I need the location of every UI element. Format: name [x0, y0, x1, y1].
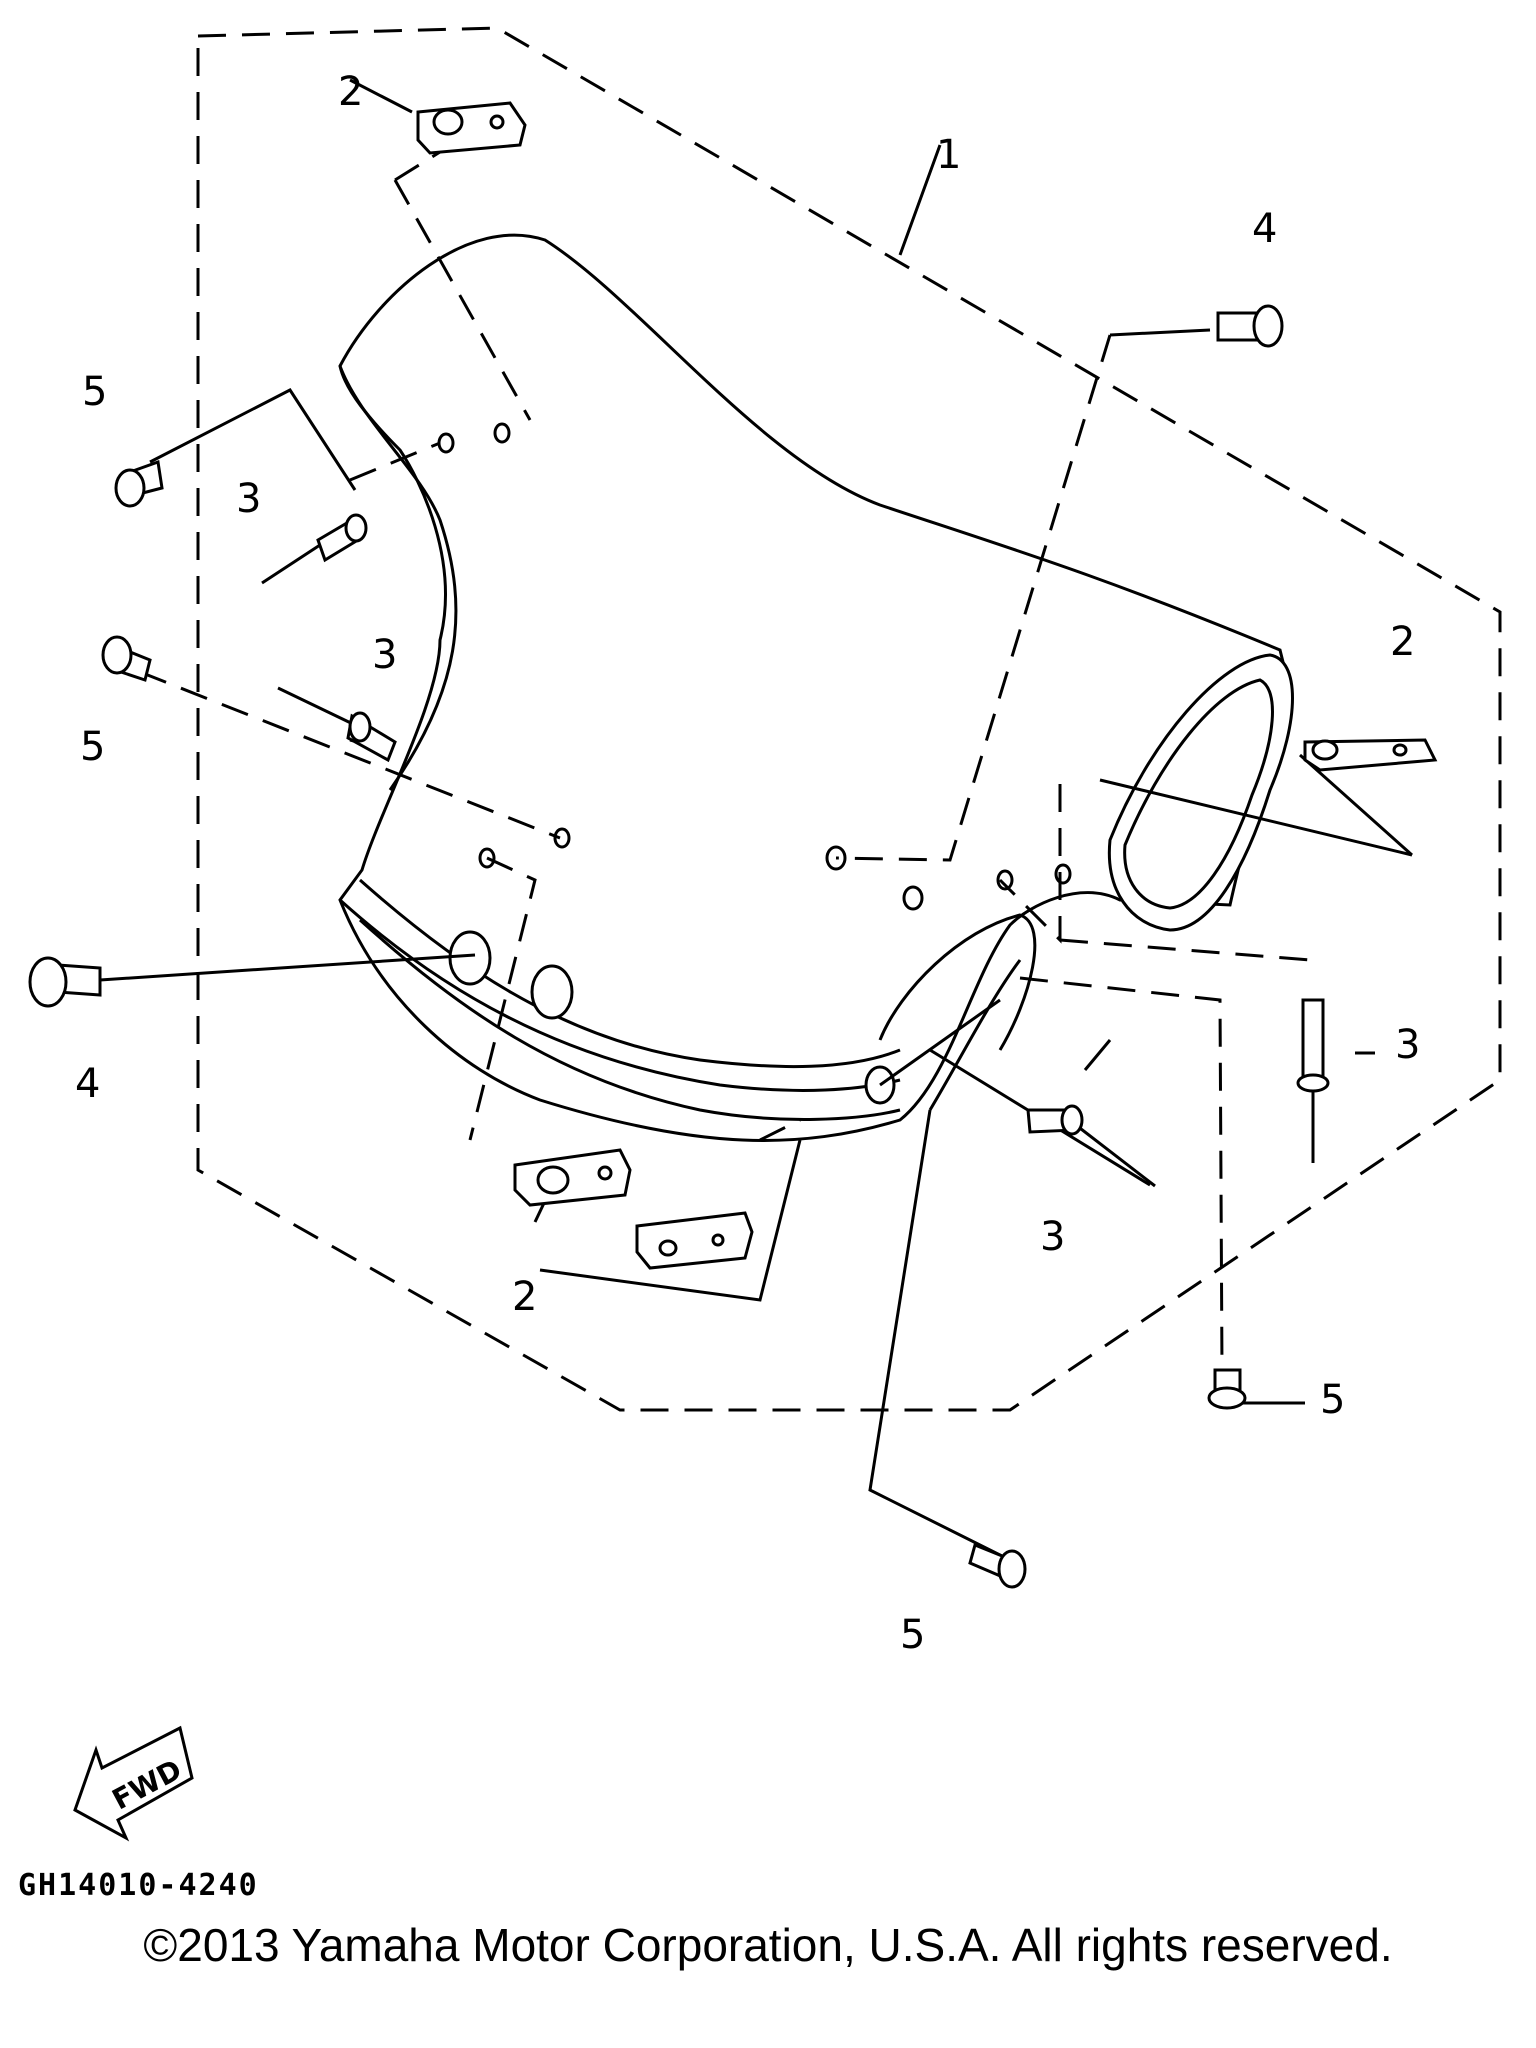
bolt-left	[28, 956, 102, 1008]
callout-4-upper-right: 4	[1252, 206, 1277, 252]
bolt-upper-right	[1216, 304, 1284, 348]
screw-upper-left	[114, 459, 164, 508]
copyright-notice: ©2013 Yamaha Motor Corporation, U.S.A. A…	[143, 1919, 1393, 1971]
callout-5-upper-left: 5	[82, 369, 107, 415]
diagram-code: GH14010-4240	[18, 1868, 259, 1903]
callout-3-lower: 3	[1040, 1214, 1065, 1260]
callout-2-top: 2	[338, 69, 363, 115]
callout-3-upper-left: 3	[236, 476, 261, 522]
assembly-boundary	[196, 26, 1502, 1412]
callout-2-right: 2	[1390, 619, 1415, 665]
rivet-right	[1296, 998, 1330, 1163]
callout-5-bottom: 5	[900, 1612, 925, 1658]
callout-3-right: 3	[1395, 1022, 1420, 1068]
callout-5-mid-left: 5	[80, 724, 105, 770]
rivet-upper-left	[261, 513, 368, 585]
callout-1: 1	[936, 132, 961, 178]
leader-lines	[139, 150, 1311, 1371]
callout-5-lower-right: 5	[1320, 1377, 1345, 1423]
screw-mid-left	[101, 635, 152, 682]
screw-bottom	[968, 1542, 1027, 1589]
rivet-mid-left	[277, 686, 397, 763]
callout-3-mid-left: 3	[372, 632, 397, 678]
callout-2-bottom: 2	[512, 1274, 537, 1320]
callout-4-left: 4	[75, 1061, 100, 1107]
cover-part	[338, 233, 1294, 1142]
clip-part-lower-mid	[635, 1211, 754, 1270]
clip-part-right	[1303, 738, 1438, 772]
rivet-lower-right	[1026, 1104, 1156, 1188]
screw-lower-right	[1207, 1368, 1247, 1410]
clip-part-lower-left	[513, 1148, 632, 1207]
fwd-arrow-icon: FWD	[73, 1725, 194, 1842]
clip-part-top	[416, 101, 527, 155]
